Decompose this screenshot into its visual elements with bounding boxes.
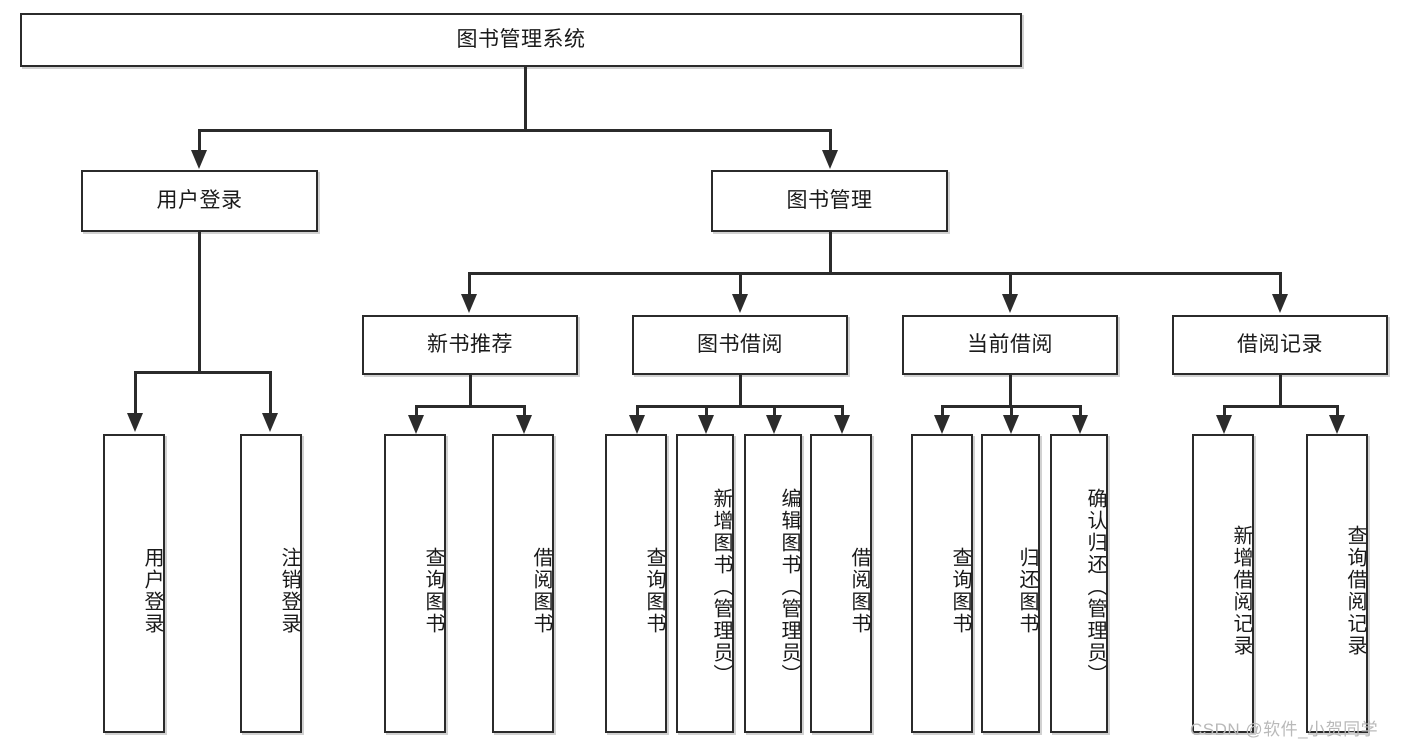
node-user-login[interactable]: 用户登录 (81, 170, 318, 232)
arrow-to-borrow-record (1272, 294, 1288, 313)
connector-level2-bus (198, 129, 830, 132)
connector-drop-leaf-confirm-return (1079, 405, 1082, 417)
connector-new-book-recommend-stem (469, 375, 472, 407)
node-leaf-return-book[interactable]: 归还图书 (981, 434, 1040, 733)
node-leaf-user-login[interactable]: 用户登录 (103, 434, 165, 733)
connector-level2-drop-user-login (198, 129, 201, 152)
node-borrow-record[interactable]: 借阅记录 (1172, 315, 1388, 375)
node-root[interactable]: 图书管理系统 (20, 13, 1022, 67)
arrow-to-leaf-user-logout (262, 413, 278, 432)
connector-drop-leaf-add-book (705, 405, 708, 417)
connector-drop-leaf-add-record (1223, 405, 1226, 417)
arrow-to-new-book-recommend (461, 294, 477, 313)
connector-root-stem (524, 67, 527, 130)
node-leaf-add-record[interactable]: 新增借阅记录 (1192, 434, 1254, 733)
node-leaf-add-record-label: 新增借阅记录 (1230, 524, 1252, 657)
arrow-to-leaf-add-book (698, 415, 714, 434)
connector-drop-leaf-query-record (1336, 405, 1339, 417)
node-current-borrow[interactable]: 当前借阅 (902, 315, 1118, 375)
arrow-to-leaf-query-record (1329, 415, 1345, 434)
arrow-to-leaf-borrow-book-2 (834, 415, 850, 434)
node-leaf-user-logout-label: 注销登录 (278, 546, 300, 635)
connector-drop-leaf-query-book-3 (941, 405, 944, 417)
node-leaf-add-book-label: 新增图书（管理员） (710, 487, 732, 686)
node-leaf-query-record[interactable]: 查询借阅记录 (1306, 434, 1368, 733)
node-leaf-confirm-return[interactable]: 确认归还（管理员） (1050, 434, 1108, 733)
node-leaf-edit-book-label: 编辑图书（管理员） (778, 487, 800, 686)
csdn-watermark: CSDN @软件_小贺同学 (1190, 720, 1379, 739)
node-book-management-label: 图书管理 (786, 189, 873, 213)
connector-drop-leaf-edit-book (773, 405, 776, 417)
arrow-to-leaf-add-record (1216, 415, 1232, 434)
arrow-to-leaf-edit-book (766, 415, 782, 434)
node-leaf-return-book-label: 归还图书 (1016, 546, 1038, 635)
node-leaf-borrow-book-2[interactable]: 借阅图书 (810, 434, 872, 733)
arrow-to-leaf-user-login (127, 413, 143, 432)
arrow-to-leaf-query-book-3 (934, 415, 950, 434)
connector-drop-book-borrow (739, 272, 742, 296)
node-leaf-user-logout[interactable]: 注销登录 (240, 434, 302, 733)
connector-borrow-record-stem (1279, 375, 1282, 407)
node-leaf-borrow-book-1-label: 借阅图书 (530, 546, 552, 635)
node-new-book-recommend[interactable]: 新书推荐 (362, 315, 578, 375)
node-leaf-query-book-1[interactable]: 查询图书 (384, 434, 446, 733)
connector-drop-leaf-query-book-2 (636, 405, 639, 417)
node-leaf-user-login-label: 用户登录 (141, 546, 163, 635)
node-leaf-edit-book[interactable]: 编辑图书（管理员） (744, 434, 802, 733)
node-leaf-query-book-1-label: 查询图书 (422, 546, 444, 635)
connector-borrow-record-bus (1223, 405, 1338, 408)
node-leaf-borrow-book-1[interactable]: 借阅图书 (492, 434, 554, 733)
connector-drop-borrow-record (1279, 272, 1282, 296)
connector-drop-leaf-borrow-book-1 (523, 405, 526, 417)
connector-drop-leaf-borrow-book-2 (841, 405, 844, 417)
arrow-to-current-borrow (1002, 294, 1018, 313)
connector-drop-leaf-return-book (1010, 405, 1013, 417)
arrow-to-leaf-borrow-book-1 (516, 415, 532, 434)
node-user-login-label: 用户登录 (156, 189, 243, 213)
node-new-book-recommend-label: 新书推荐 (427, 333, 513, 357)
connector-book-management-stem (829, 232, 832, 274)
node-leaf-query-book-3-label: 查询图书 (949, 546, 971, 635)
connector-user-login-stem (198, 232, 201, 373)
arrow-to-leaf-confirm-return (1072, 415, 1088, 434)
node-root-label: 图书管理系统 (456, 28, 586, 52)
connector-level3-bus (468, 272, 1280, 275)
node-leaf-query-book-2[interactable]: 查询图书 (605, 434, 667, 733)
node-leaf-query-record-label: 查询借阅记录 (1344, 524, 1366, 657)
node-current-borrow-label: 当前借阅 (967, 333, 1053, 357)
connector-drop-leaf-user-login (134, 371, 137, 415)
connector-book-borrow-stem (739, 375, 742, 407)
node-leaf-add-book[interactable]: 新增图书（管理员） (676, 434, 734, 733)
node-leaf-query-book-3[interactable]: 查询图书 (911, 434, 973, 733)
node-borrow-record-label: 借阅记录 (1237, 333, 1323, 357)
connector-drop-leaf-query-book-1 (415, 405, 418, 417)
connector-drop-new-book-recommend (468, 272, 471, 296)
connector-new-book-recommend-bus (415, 405, 525, 408)
connector-user-login-bus (134, 371, 271, 374)
connector-drop-leaf-user-logout (269, 371, 272, 415)
arrow-to-user-login (191, 150, 207, 169)
node-book-management[interactable]: 图书管理 (711, 170, 948, 232)
connector-book-borrow-bus (636, 405, 844, 408)
arrow-to-leaf-query-book-1 (408, 415, 424, 434)
arrow-to-book-management (822, 150, 838, 169)
connector-current-borrow-stem (1009, 375, 1012, 407)
arrow-to-leaf-return-book (1003, 415, 1019, 434)
node-book-borrow-label: 图书借阅 (697, 333, 783, 357)
node-leaf-confirm-return-label: 确认归还（管理员） (1084, 487, 1106, 686)
arrow-to-leaf-query-book-2 (629, 415, 645, 434)
connector-drop-current-borrow (1009, 272, 1012, 296)
node-leaf-query-book-2-label: 查询图书 (643, 546, 665, 635)
connector-level2-drop-book-management (829, 129, 832, 152)
node-leaf-borrow-book-2-label: 借阅图书 (848, 546, 870, 635)
node-book-borrow[interactable]: 图书借阅 (632, 315, 848, 375)
arrow-to-book-borrow (732, 294, 748, 313)
